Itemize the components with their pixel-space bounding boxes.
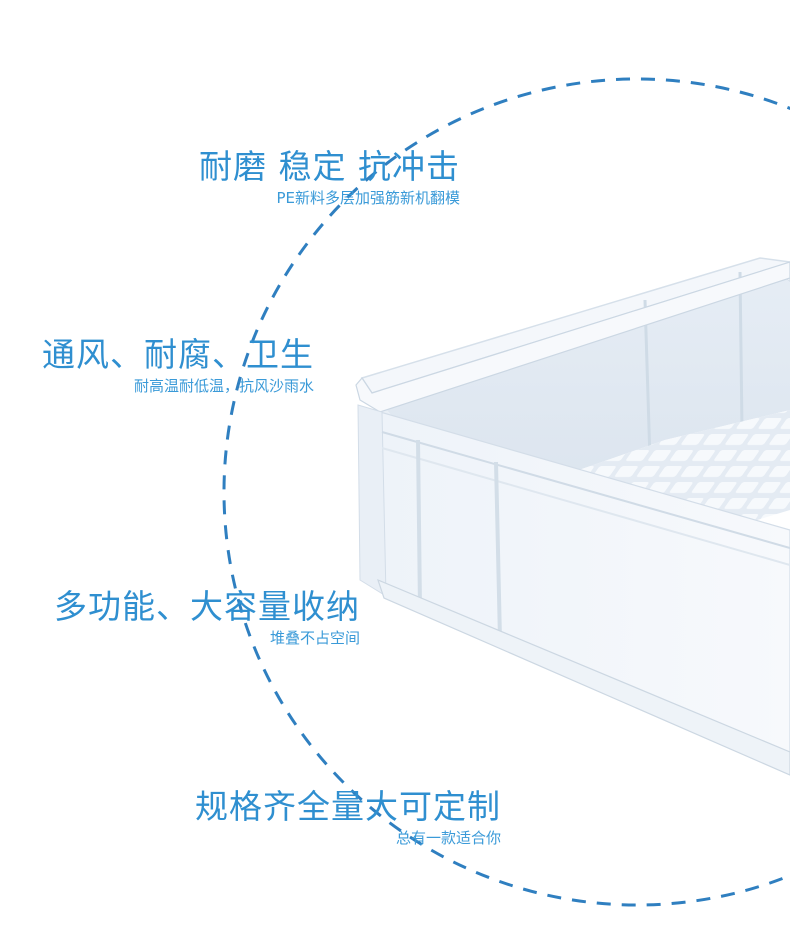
feature-capacity: 多功能、大容量收纳 堆叠不占空间	[54, 588, 360, 648]
feature-title: 规格齐全量大可定制	[195, 787, 501, 826]
feature-ventilation: 通风、耐腐、卫生 耐高温耐低温，抗风沙雨水	[42, 336, 314, 396]
feature-title: 通风、耐腐、卫生	[42, 335, 314, 374]
feature-title: 多功能、大容量收纳	[54, 587, 360, 626]
feature-subtitle: PE新料多层加强筋新机翻模	[276, 189, 460, 207]
feature-customization: 规格齐全量大可定制 总有一款适合你	[195, 788, 501, 848]
feature-durability: 耐磨 稳定 抗冲击 PE新料多层加强筋新机翻模	[199, 148, 460, 208]
feature-title: 耐磨 稳定 抗冲击	[199, 147, 460, 186]
plastic-crate-photo	[355, 257, 790, 776]
feature-subtitle: 耐高温耐低温，抗风沙雨水	[133, 377, 314, 395]
feature-subtitle: 堆叠不占空间	[269, 629, 360, 647]
feature-subtitle: 总有一款适合你	[395, 829, 501, 847]
